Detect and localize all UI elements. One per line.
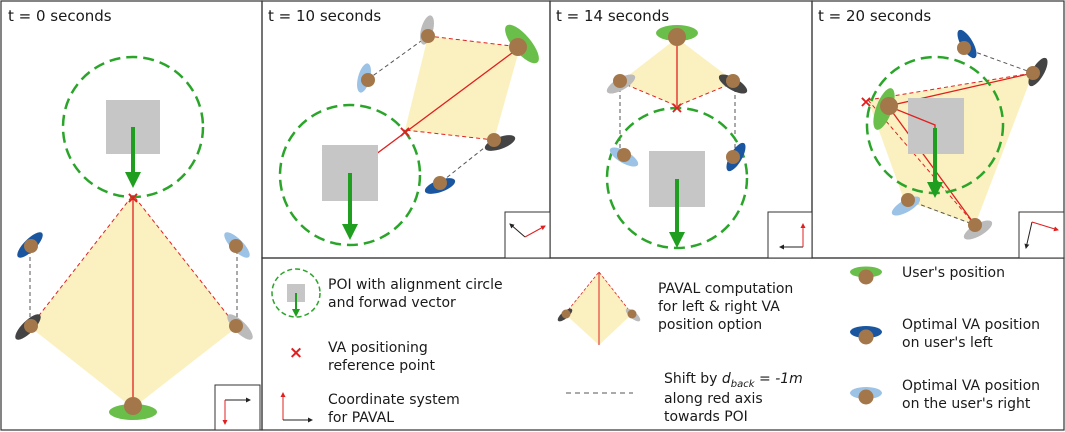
coordinate-inset	[214, 384, 261, 431]
shift-line-top	[963, 47, 1034, 74]
va-reference-point: ×	[670, 98, 683, 117]
red-axis-bottom	[887, 105, 976, 226]
va-reference-point: ×	[859, 92, 872, 111]
coord-red-axis	[1031, 221, 1059, 232]
va-right-after	[227, 314, 253, 340]
legend-va-ref-line1: VA positioning	[328, 340, 428, 356]
panel-label: t = 10 seconds	[268, 7, 381, 25]
legend-paval-line3: position option	[658, 317, 762, 333]
va-left-before	[606, 74, 636, 94]
panel-label: t = 20 seconds	[818, 7, 931, 25]
legend-va-ref-line2: reference point	[328, 358, 436, 374]
legend-va-right-line2: on the user's right	[902, 396, 1031, 412]
poi-alignment-circle	[61, 55, 205, 199]
legend-user-label: User's position	[902, 265, 1005, 281]
panel-t14: t = 14 seconds ×	[556, 7, 813, 259]
va-reference-point: ×	[126, 188, 139, 207]
legend-va-left-line2: on user's left	[902, 335, 993, 351]
legend-shift-line1: Shift by dback = -1m	[664, 371, 803, 390]
va-right-before	[718, 74, 748, 94]
va-right-after	[726, 142, 746, 172]
va-left-before	[17, 232, 43, 258]
user-avatar	[656, 25, 698, 46]
legend-va-left-symbol	[850, 326, 882, 345]
panel-t20: t = 20 seconds ×	[818, 7, 1065, 259]
paval-right-edge	[132, 194, 238, 328]
va-top-after	[957, 29, 977, 59]
legend-poi-line1: POI with alignment circle	[328, 277, 503, 293]
va-bottom-after	[424, 176, 456, 194]
coordinate-inset	[767, 211, 813, 259]
user-avatar	[873, 88, 898, 130]
legend-shift-line2: along red axis	[664, 391, 763, 407]
legend-va-right-symbol	[850, 387, 882, 405]
legend: POI with alignment circle and forwad vec…	[271, 265, 1040, 426]
legend-paval-symbol	[557, 271, 641, 345]
coord-black-axis	[1024, 221, 1033, 249]
legend-paval-line1: PAVAL computation	[658, 281, 793, 297]
va-top-before	[420, 15, 435, 45]
legend-user-symbol	[850, 266, 882, 285]
legend-coord-line1: Coordinate system	[328, 392, 460, 408]
user-avatar	[109, 397, 157, 420]
shift-line-bottom	[907, 199, 976, 226]
paval-area	[405, 36, 520, 140]
legend-coordinate-icon	[280, 392, 313, 423]
poi-alignment-circle	[278, 103, 422, 247]
coord-black-axis	[509, 223, 526, 238]
panel-label: t = 14 seconds	[556, 7, 669, 25]
va-bottom-before	[963, 218, 993, 240]
legend-poi-symbol	[271, 268, 321, 318]
shift-line-top	[366, 35, 429, 81]
shift-line-bottom	[439, 139, 495, 184]
paval-left-edge	[619, 81, 678, 107]
paval-bottom-edge	[404, 129, 495, 141]
va-top-before	[1026, 57, 1048, 87]
legend-paval-line2: for left & right VA	[658, 299, 780, 315]
coord-red-axis	[524, 225, 546, 238]
va-right-before	[224, 232, 250, 258]
legend-va-left-line1: Optimal VA position	[902, 317, 1040, 333]
panel-t0: t = 0 seconds ×	[8, 7, 261, 431]
legend-va-ref-icon: ×	[289, 343, 303, 363]
poi-alignment-circle	[605, 106, 749, 250]
va-reference-point: ×	[398, 122, 411, 141]
coordinate-inset	[504, 211, 551, 259]
user-avatar	[505, 24, 539, 64]
coordinate-inset	[1018, 211, 1065, 259]
legend-coord-line2: for PAVAL	[328, 410, 394, 426]
va-bottom-after	[891, 193, 921, 216]
panel-label: t = 0 seconds	[8, 7, 112, 25]
legend-frame	[261, 257, 1065, 431]
legend-poi-line2: and forwad vector	[328, 295, 456, 311]
legend-va-right-line1: Optimal VA position	[902, 378, 1040, 394]
va-left-after	[609, 147, 639, 167]
va-bottom-before	[484, 133, 516, 151]
legend-shift-line3: towards POI	[664, 409, 748, 425]
va-left-after	[15, 314, 41, 340]
paval-top-edge	[427, 35, 521, 48]
va-top-after	[357, 63, 375, 93]
panel-t10: t = 10 seconds ×	[268, 7, 551, 259]
